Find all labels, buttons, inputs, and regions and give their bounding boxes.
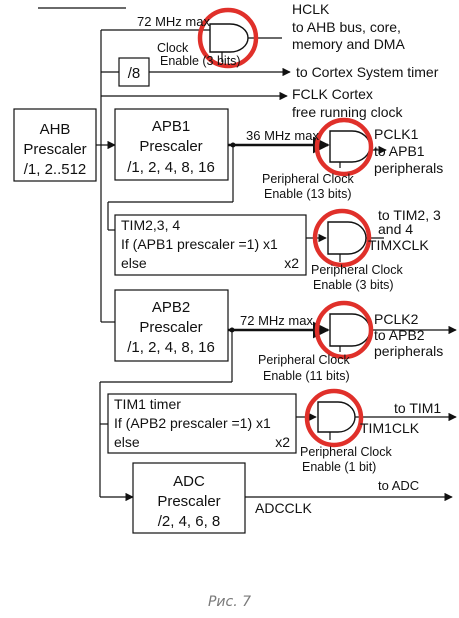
apb1-max-freq-label: 36 MHz max: [246, 128, 319, 143]
apb2-prescaler-title: APB2: [152, 299, 190, 316]
adc-prescaler-box: [132, 462, 246, 534]
hclk-clock-enable-bits: Enable (3 bits): [160, 54, 241, 68]
tim1-destination: to TIM1: [394, 400, 441, 416]
pclk2-destination: to APB2: [374, 327, 425, 343]
tim234-else: else: [121, 255, 147, 271]
tim1clk-enable-bits: Enable (1 bit): [302, 460, 376, 474]
hclk-label: HCLK: [292, 1, 330, 17]
tim234-x2: x2: [284, 255, 299, 271]
tim234-title: TIM2,3, 4: [121, 217, 180, 233]
adc-prescaler-values: /2, 4, 6, 8: [158, 513, 221, 530]
pclk1-label: PCLK1: [374, 126, 419, 142]
timxclk-enable-bits: Enable (3 bits): [313, 278, 394, 292]
pclk1-enable-bits: Enable (13 bits): [264, 187, 352, 201]
apb2-prescaler-box: [114, 289, 229, 362]
hclk-max-freq-label: 72 MHz max: [137, 14, 210, 29]
apb2-prescaler-values: /1, 2, 4, 8, 16: [127, 339, 215, 356]
fclk-description: free running clock: [292, 104, 404, 120]
tim234-destination-line2: and 4: [378, 221, 413, 237]
apb1-prescaler-box: [114, 108, 229, 181]
pclk1-enable-label: Peripheral Clock: [262, 172, 354, 186]
apb1-prescaler-subtitle: Prescaler: [139, 138, 202, 155]
apb1-prescaler-title: APB1: [152, 118, 190, 135]
hclk-and-gate: [209, 23, 249, 53]
tim1-multiplier-box: [107, 393, 297, 454]
tim1-else: else: [114, 434, 140, 450]
pclk2-enable-label: Peripheral Clock: [258, 353, 350, 367]
adc-prescaler-subtitle: Prescaler: [157, 493, 220, 510]
ahb-prescaler-title: AHB: [40, 121, 71, 138]
timxclk-and-gate: [327, 221, 367, 255]
pclk2-gate-highlight: [314, 300, 374, 360]
tim1clk-label: TIM1CLK: [360, 420, 420, 436]
wires: [96, 29, 457, 502]
hclk-gate-highlight: [197, 7, 259, 69]
ahb-prescaler-values: /1, 2..512: [24, 161, 87, 178]
ahb-prescaler-box: [13, 108, 97, 182]
timxclk-gate-highlight: [312, 208, 372, 268]
tim1clk-enable-label: Peripheral Clock: [300, 445, 392, 459]
adcclk-label: ADCCLK: [255, 500, 312, 516]
hclk-destination-line2: memory and DMA: [292, 36, 405, 52]
tim1-title: TIM1 timer: [114, 396, 181, 412]
timxclk-label: TIMXCLK: [368, 237, 429, 253]
hclk-clock-enable-label: Clock: [157, 41, 189, 55]
pclk1-destination: to APB1: [374, 143, 425, 159]
tim1-x2: x2: [275, 434, 290, 450]
apb2-prescaler-subtitle: Prescaler: [139, 319, 202, 336]
clock-tree-diagram: AHB Prescaler /1, 2..512 /8 APB1 Prescal…: [13, 1, 457, 534]
div8-label: /8: [128, 65, 141, 82]
timxclk-enable-label: Peripheral Clock: [311, 263, 403, 277]
pclk2-enable-bits: Enable (11 bits): [263, 369, 350, 383]
pclk2-destination-line2: peripherals: [374, 343, 443, 359]
adc-destination: to ADC: [378, 478, 419, 493]
apb1-prescaler-values: /1, 2, 4, 8, 16: [127, 159, 215, 176]
pclk2-and-gate: [329, 313, 371, 347]
tim1-condition: If (APB2 prescaler =1) x1: [114, 415, 271, 431]
tim234-destination: to TIM2, 3: [378, 207, 441, 223]
pclk1-and-gate: [329, 130, 371, 163]
adc-prescaler-title: ADC: [173, 473, 205, 490]
div8-box: [118, 57, 150, 87]
fclk-label: FCLK Cortex: [292, 86, 373, 102]
apb2-max-freq-label: 72 MHz max: [240, 313, 313, 328]
cortex-timer-label: to Cortex System timer: [296, 64, 439, 80]
tim1clk-gate-highlight: [304, 388, 364, 448]
tim234-condition: If (APB1 prescaler =1) x1: [121, 236, 278, 252]
figure-caption: Рис. 7: [207, 594, 252, 610]
pclk1-destination-line2: peripherals: [374, 160, 443, 176]
pclk1-gate-highlight: [314, 117, 374, 177]
pclk2-label: PCLK2: [374, 311, 419, 327]
tim234-multiplier-box: [114, 214, 307, 276]
tim1clk-and-gate: [317, 401, 356, 433]
hclk-destination: to AHB bus, core,: [292, 19, 401, 35]
ahb-prescaler-subtitle: Prescaler: [23, 141, 86, 158]
